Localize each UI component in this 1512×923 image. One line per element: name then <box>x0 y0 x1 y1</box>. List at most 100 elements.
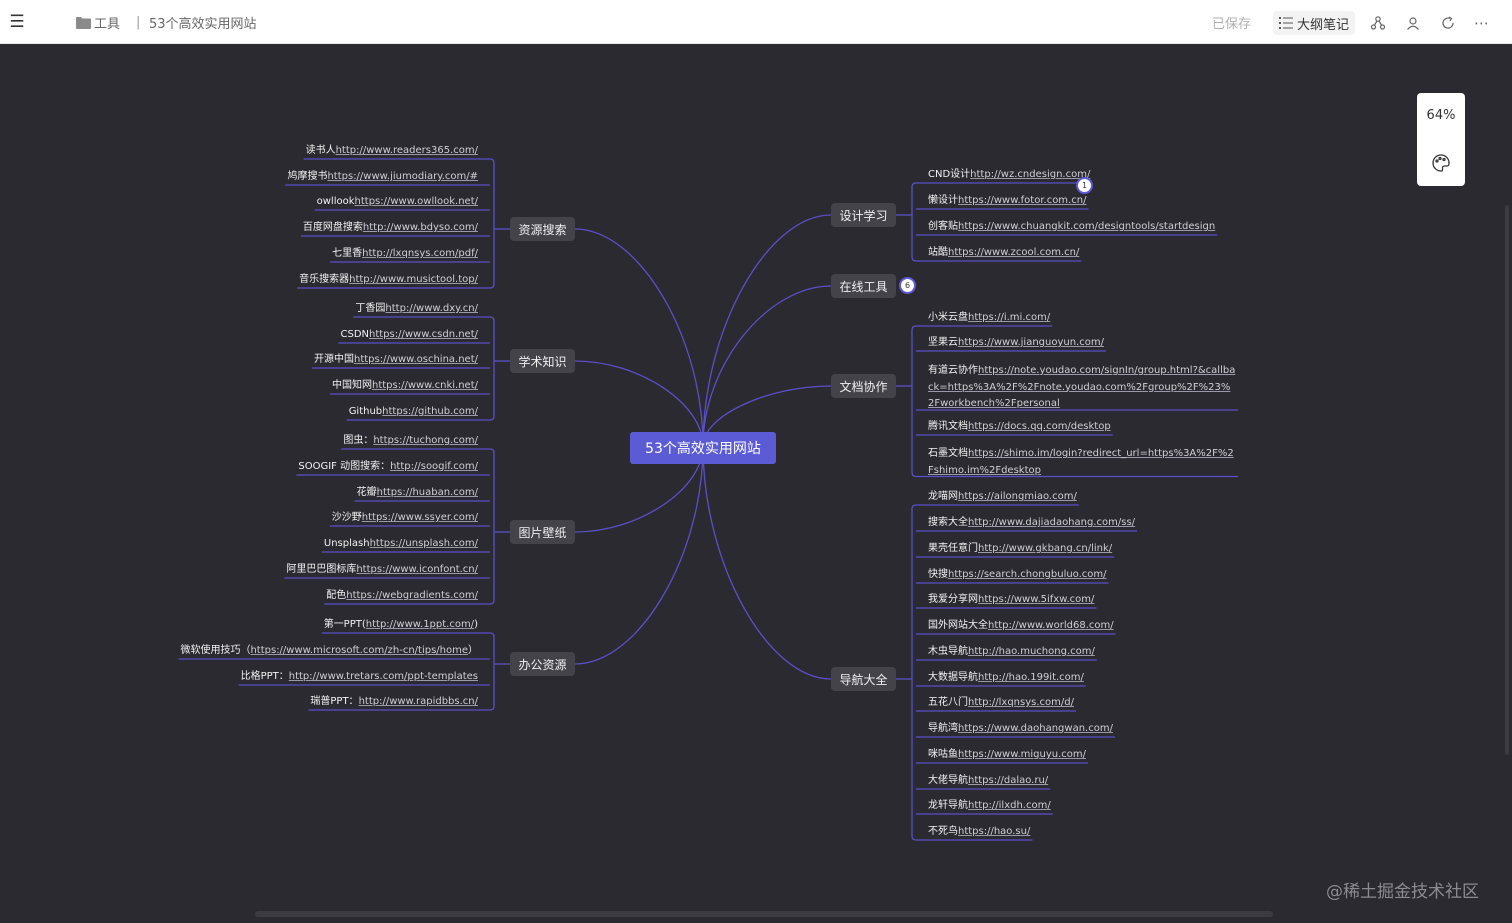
link-url[interactable]: http://www.world68.com/ <box>988 620 1114 631</box>
menu-icon[interactable]: ☰ <box>9 12 25 32</box>
link-url[interactable]: https://www.cnki.net/ <box>371 380 478 391</box>
link-url[interactable]: https://github.com/ <box>382 406 478 417</box>
link-item[interactable]: 百度网盘搜索http://www.bdyso.com/ <box>303 222 478 234</box>
link-url[interactable]: https://www.jianguoyun.com/ <box>958 337 1104 348</box>
branch-node[interactable]: 导航大全 <box>831 667 896 691</box>
link-url[interactable]: http://www.1ppt.com/ <box>365 619 475 630</box>
link-item[interactable]: 国外网站大全http://www.world68.com/ <box>928 620 1114 632</box>
link-url[interactable]: http://www.rapidbbs.cn/ <box>358 696 478 707</box>
collaborator-icon[interactable] <box>1401 11 1425 35</box>
document-title[interactable]: 53个高效实用网站 <box>149 16 257 32</box>
link-item[interactable]: 腾讯文档https://docs.qq.com/desktop <box>928 421 1111 433</box>
link-item[interactable]: 七里香http://lxqnsys.com/pdf/ <box>332 248 478 260</box>
link-url[interactable]: https://webgradients.com/ <box>346 590 478 601</box>
link-url[interactable]: https://note.youdao.com/signIn/group.htm… <box>928 365 1236 409</box>
link-url[interactable]: https://tuchong.com/ <box>373 435 478 446</box>
link-item[interactable]: 小米云盘https://i.mi.com/ <box>928 312 1050 324</box>
link-item[interactable]: 咪咕鱼https://www.miguyu.com/ <box>928 749 1086 761</box>
link-item[interactable]: 阿里巴巴图标库https://www.iconfont.cn/ <box>286 564 478 576</box>
link-item[interactable]: 读书人http://www.readers365.com/ <box>306 145 478 157</box>
link-item[interactable]: 有道云协作https://note.youdao.com/signIn/grou… <box>928 363 1236 413</box>
link-url[interactable]: https://www.5ifxw.com/ <box>978 594 1095 605</box>
link-item[interactable]: 大佬导航https://dalao.ru/ <box>928 775 1048 787</box>
link-url[interactable]: https://ailongmiao.com/ <box>958 491 1077 502</box>
link-item[interactable]: 音乐搜索器http://www.musictool.top/ <box>299 274 478 286</box>
link-item[interactable]: 花瓣https://huaban.com/ <box>357 487 478 499</box>
link-item[interactable]: 图虫：https://tuchong.com/ <box>343 435 478 447</box>
link-item[interactable]: 五花八门http://lxqnsys.com/d/ <box>928 697 1074 709</box>
link-item[interactable]: Githubhttps://github.com/ <box>349 406 478 418</box>
link-item[interactable]: 大数据导航http://hao.199it.com/ <box>928 672 1084 684</box>
link-item[interactable]: 木虫导航http://hao.muchong.com/ <box>928 646 1095 658</box>
link-url[interactable]: https://search.chongbuluo.com/ <box>948 569 1107 580</box>
link-url[interactable]: https://www.zcool.com.cn/ <box>948 247 1080 258</box>
branch-node[interactable]: 资源搜索 <box>510 217 575 241</box>
link-url[interactable]: http://www.tretars.com/ppt-templates <box>288 671 478 682</box>
mindmap-canvas[interactable]: 资源搜索 读书人http://www.readers365.com/鸠摩搜书htt… <box>0 45 1512 923</box>
branch-node[interactable]: 办公资源 <box>510 652 575 676</box>
link-item[interactable]: 石墨文档https://shimo.im/login?redirect_url=… <box>928 446 1236 479</box>
link-item[interactable]: 龙轩导航http://ilxdh.com/ <box>928 800 1051 812</box>
link-url[interactable]: http://lxqnsys.com/pdf/ <box>362 248 478 259</box>
link-item[interactable]: owllookhttps://www.owllook.net/ <box>317 196 478 208</box>
link-item[interactable]: 第一PPT(http://www.1ppt.com/) <box>324 619 478 631</box>
branch-node[interactable]: 在线工具 <box>831 274 896 298</box>
link-url[interactable]: https://www.csdn.net/ <box>369 329 478 340</box>
refresh-icon[interactable] <box>1436 11 1460 35</box>
link-url[interactable]: https://www.microsoft.com/zh-cn/tips/hom… <box>250 645 468 656</box>
root-node[interactable]: 53个高效实用网站 <box>630 432 776 464</box>
link-item[interactable]: SOOGIF 动图搜索：http://soogif.com/ <box>298 461 478 473</box>
link-url[interactable]: https://www.jiumodiary.com/# <box>327 171 478 182</box>
link-item[interactable]: 开源中国https://www.oschina.net/ <box>314 354 478 366</box>
link-item[interactable]: 丁香园http://www.dxy.cn/ <box>355 303 478 315</box>
link-item[interactable]: 懒设计https://www.fotor.com.cn/ <box>928 195 1086 207</box>
link-item[interactable]: 鸠摩搜书https://www.jiumodiary.com/# <box>287 171 478 183</box>
link-url[interactable]: https://huaban.com/ <box>376 487 478 498</box>
link-url[interactable]: https://www.daohangwan.com/ <box>958 723 1113 734</box>
branch-node[interactable]: 设计学习 <box>831 203 896 227</box>
link-url[interactable]: https://www.iconfont.cn/ <box>356 564 478 575</box>
zoom-level[interactable]: 64% <box>1426 108 1456 123</box>
link-item[interactable]: 导航湾https://www.daohangwan.com/ <box>928 723 1113 735</box>
collapsed-count-badge[interactable]: 1 <box>1078 179 1091 192</box>
link-url[interactable]: http://ilxdh.com/ <box>968 800 1051 811</box>
link-url[interactable]: http://www.bdyso.com/ <box>362 222 478 233</box>
link-url[interactable]: http://www.readers365.com/ <box>335 145 478 156</box>
link-url[interactable]: http://lxqnsys.com/d/ <box>968 697 1074 708</box>
link-item[interactable]: 中国知网https://www.cnki.net/ <box>332 380 478 392</box>
link-url[interactable]: http://www.dxy.cn/ <box>385 303 478 314</box>
link-url[interactable]: https://www.oschina.net/ <box>353 354 478 365</box>
link-url[interactable]: http://hao.muchong.com/ <box>968 646 1095 657</box>
link-item[interactable]: 瑞普PPT：http://www.rapidbbs.cn/ <box>310 696 478 708</box>
collapsed-count-badge[interactable]: 6 <box>901 279 914 292</box>
more-icon[interactable]: ⋯ <box>1474 14 1490 32</box>
link-url[interactable]: https://www.miguyu.com/ <box>958 749 1087 760</box>
link-item[interactable]: 我爱分享网https://www.5ifxw.com/ <box>928 594 1094 606</box>
link-item[interactable]: 站酷https://www.zcool.com.cn/ <box>928 247 1079 259</box>
link-url[interactable]: http://www.dajiadaohang.com/ss/ <box>968 517 1136 528</box>
link-item[interactable]: 沙沙野https://www.ssyer.com/ <box>332 512 478 524</box>
share-icon[interactable] <box>1366 11 1390 35</box>
breadcrumb-folder[interactable]: 工具 <box>94 16 121 32</box>
link-url[interactable]: https://shimo.im/login?redirect_url=http… <box>928 448 1234 476</box>
link-url[interactable]: https://unsplash.com/ <box>369 538 478 549</box>
link-url[interactable]: http://soogif.com/ <box>390 461 478 472</box>
link-item[interactable]: 搜索大全http://www.dajiadaohang.com/ss/ <box>928 517 1135 529</box>
link-item[interactable]: 配色https://webgradients.com/ <box>326 590 478 602</box>
link-url[interactable]: http://hao.199it.com/ <box>978 672 1084 683</box>
link-item[interactable]: 坚果云https://www.jianguoyun.com/ <box>928 337 1104 349</box>
branch-node[interactable]: 图片壁纸 <box>510 520 575 544</box>
branch-node[interactable]: 文档协作 <box>831 374 896 398</box>
link-url[interactable]: https://www.owllook.net/ <box>354 196 478 207</box>
link-item[interactable]: 不死鸟https://hao.su/ <box>928 826 1030 838</box>
link-item[interactable]: CSDNhttps://www.csdn.net/ <box>340 329 478 341</box>
outline-notes-button[interactable]: 大纲笔记 <box>1273 11 1356 35</box>
link-item[interactable]: Unsplashhttps://unsplash.com/ <box>324 538 478 550</box>
link-url[interactable]: https://i.mi.com/ <box>968 312 1051 323</box>
link-url[interactable]: https://dalao.ru/ <box>968 775 1049 786</box>
link-url[interactable]: https://www.fotor.com.cn/ <box>958 195 1087 206</box>
link-item[interactable]: 果壳任意门http://www.gkbang.cn/link/ <box>928 543 1112 555</box>
palette-icon[interactable] <box>1431 153 1451 173</box>
link-url[interactable]: https://www.ssyer.com/ <box>361 512 478 523</box>
link-url[interactable]: https://www.chuangkit.com/designtools/st… <box>958 221 1216 232</box>
